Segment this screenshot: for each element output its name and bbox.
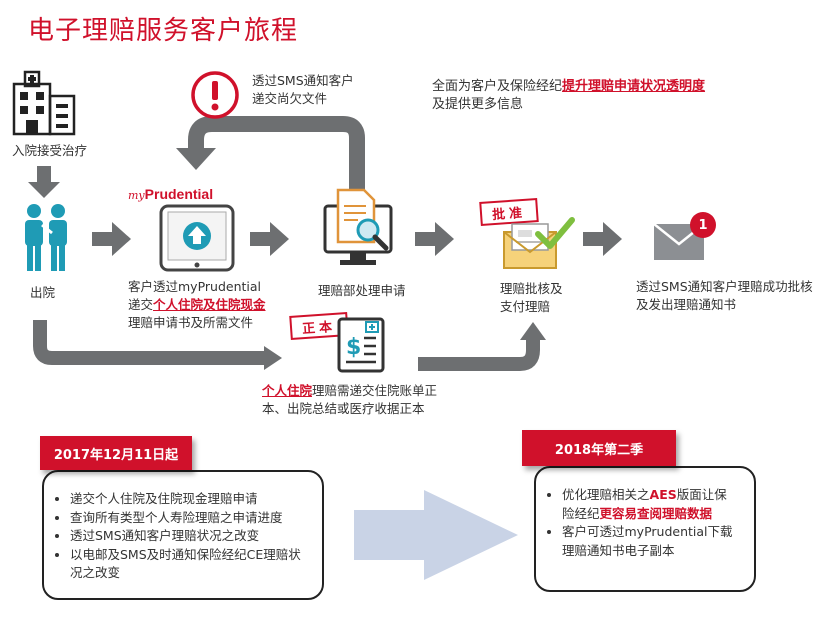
approval-route-arrow bbox=[418, 338, 540, 371]
transparency-pre: 全面为客户及保险经纪 bbox=[432, 79, 563, 94]
submit-line1: 客户透过myPrudential bbox=[128, 279, 262, 294]
phase2-item1-line2-pre: 险经纪 bbox=[562, 505, 600, 521]
receipt-document-icon: $ bbox=[337, 317, 385, 373]
phase2-item2-line2: 理赔通知书电子副本 bbox=[562, 542, 675, 558]
phase2-item1-pre: 优化理赔相关之 bbox=[562, 487, 650, 502]
original-highlight: 个人住院 bbox=[262, 383, 313, 398]
dept-label: 理赔部处理申请 bbox=[318, 283, 406, 298]
submit-line2-pre: 递交 bbox=[128, 297, 154, 312]
phase1-item: 递交个人住院及住院现金理赔申请 bbox=[70, 490, 322, 509]
submit-line2-highlight: 个人住院及住院现金 bbox=[153, 297, 266, 312]
myprudential-logo: myPrudential bbox=[128, 184, 213, 203]
submit-line3: 理赔申请书及所需文件 bbox=[128, 315, 254, 330]
bottom-route-arrow bbox=[33, 320, 266, 365]
page-title: 电子理赔服务客户旅程 bbox=[28, 16, 299, 46]
phase2-item2-line1: 客户可透过myPrudential下载 bbox=[562, 524, 733, 539]
submit-text: 客户透过myPrudential 递交个人住院及住院现金 理赔申请书及所需文件 bbox=[128, 278, 266, 332]
phase1-tab: 2017年12月11日起 bbox=[40, 436, 192, 470]
phase1-item-4-line2: 况之改变 bbox=[70, 565, 121, 580]
hospital-icon bbox=[12, 70, 76, 136]
notify-line1: 透过SMS通知客户理赔成功批核 bbox=[636, 279, 813, 294]
original-line1-rest: 理赔需递交住院账单正 bbox=[312, 383, 438, 398]
patients-icon bbox=[25, 204, 67, 271]
approval-route-arrowhead-icon bbox=[520, 322, 546, 340]
transparency-highlight: 提升理赔申请状况透明度 bbox=[562, 79, 706, 94]
exclamation-alert-icon bbox=[191, 71, 239, 119]
original-line2: 本、出院总结或医疗收据正本 bbox=[262, 401, 425, 416]
hospital-label: 入院接受治疗 bbox=[12, 143, 88, 158]
sms-notice-text: 透过SMS通知客户 递交尚欠文件 bbox=[252, 72, 354, 108]
feedback-loop-arrow bbox=[188, 116, 365, 190]
transparency-note: 全面为客户及保险经纪提升理赔申请状况透明度 及提供更多信息 bbox=[432, 78, 705, 114]
discharge-label: 出院 bbox=[30, 285, 56, 300]
original-docs-text: 个人住院理赔需递交住院账单正 本、出院总结或医疗收据正本 bbox=[262, 382, 437, 418]
approve-text: 理赔批核及 支付理赔 bbox=[500, 280, 563, 316]
sms-notice-line2: 递交尚欠文件 bbox=[252, 91, 328, 106]
approve-line1: 理赔批核及 bbox=[500, 281, 563, 296]
phase1-item: 查询所有类型个人寿险理赔之申请进度 bbox=[70, 509, 322, 528]
sms-notice-line1: 透过SMS通知客户 bbox=[252, 73, 354, 88]
right-arrow-4-icon bbox=[583, 222, 622, 256]
claims-monitor-icon bbox=[323, 188, 393, 265]
phase2-item1-aes: AES bbox=[649, 487, 677, 502]
down-arrow-icon bbox=[28, 166, 60, 198]
phase-arrow-icon bbox=[354, 490, 518, 580]
phase2-item1-highlight: 更容易查阅理赔数据 bbox=[599, 505, 713, 521]
feedback-arrowhead-icon bbox=[176, 148, 216, 170]
approval-envelope-icon bbox=[503, 217, 575, 269]
phase2-item1-rest: 版面让保 bbox=[676, 487, 727, 502]
svg-text:$: $ bbox=[346, 335, 361, 360]
right-arrow-2-icon bbox=[250, 222, 289, 256]
bottom-route-arrowhead-icon bbox=[264, 346, 282, 370]
notification-count-badge: 1 bbox=[690, 212, 716, 238]
phase1-box: 递交个人住院及住院现金理赔申请 查询所有类型个人寿险理赔之申请进度 透过SMS通… bbox=[42, 470, 324, 600]
phase2-tab: 2018年第二季 bbox=[522, 430, 676, 466]
logo-prudential: Prudential bbox=[144, 186, 214, 202]
logo-my: my bbox=[128, 189, 145, 202]
phase1-list: 递交个人住院及住院现金理赔申请 查询所有类型个人寿险理赔之申请进度 透过SMS通… bbox=[52, 490, 322, 583]
transparency-line2: 及提供更多信息 bbox=[432, 97, 524, 112]
right-arrow-3-icon bbox=[415, 222, 454, 256]
phase1-item-4-line1: 以电邮及SMS及时通知保险经纪CE理赔状 bbox=[70, 546, 301, 562]
right-arrow-1-icon bbox=[92, 222, 131, 256]
approve-line2: 支付理赔 bbox=[500, 299, 551, 314]
phase1-item: 透过SMS通知客户理赔状况之改变 bbox=[70, 527, 322, 546]
notify-line2: 及发出理赔通知书 bbox=[636, 297, 737, 312]
tablet-upload-icon bbox=[159, 204, 235, 272]
notify-text: 透过SMS通知客户理赔成功批核 及发出理赔通知书 bbox=[636, 278, 813, 314]
